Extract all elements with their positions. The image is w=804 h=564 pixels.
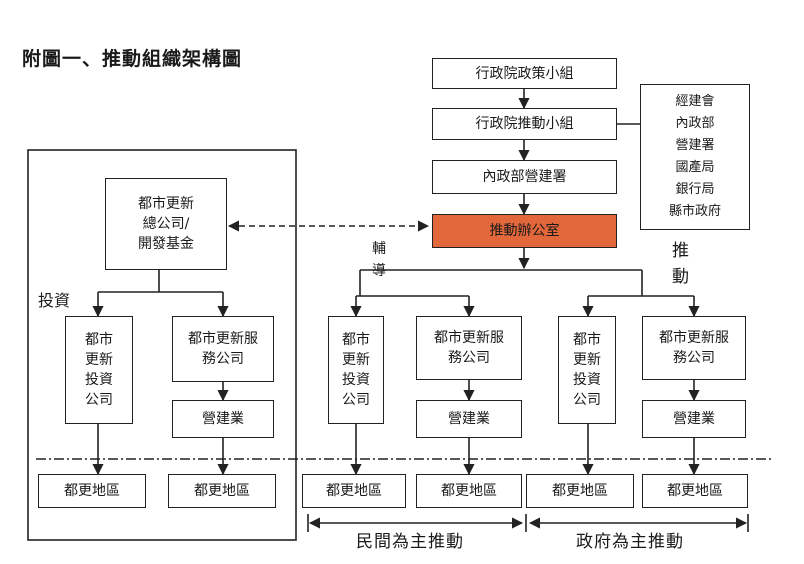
mid-builder-box: 營建業 [416,400,522,438]
mid-service-company-box: 都市更新服 務公司 [416,316,522,380]
gov-led-label: 政府為主推動 [576,532,684,552]
left-builder-box: 營建業 [172,400,274,438]
mid-area-box-2: 都更地區 [416,474,522,508]
left-area-box-1: 都更地區 [38,474,146,508]
right-area-box-1: 都更地區 [526,474,634,508]
invest-label: 投資 [38,291,71,310]
right-investment-company-box: 都市 更新 投資 公司 [558,316,616,424]
urban-renewal-fund-box: 都市更新 總公司/ 開發基金 [105,178,227,270]
left-service-company-box: 都市更新服 務公司 [172,316,274,382]
private-led-label: 民間為主推動 [356,532,464,552]
right-area-box-2: 都更地區 [642,474,748,508]
promotion-group-box: 行政院推動小組 [432,108,617,140]
mid-investment-company-box: 都市 更新 投資 公司 [328,316,384,424]
cpami-box: 內政部營建署 [432,160,617,194]
left-area-box-2: 都更地區 [168,474,276,508]
mid-area-box-1: 都更地區 [302,474,406,508]
promote-label: 推 動 [672,241,689,287]
policy-group-box: 行政院政策小組 [432,58,617,89]
promotion-office-box: 推動辦公室 [432,214,617,248]
left-container [27,149,297,541]
right-service-company-box: 都市更新服 務公司 [642,316,746,380]
page-title: 附圖一、推動組織架構圖 [22,48,243,70]
guide-label: 輔 導 [372,241,386,279]
right-builder-box: 營建業 [642,400,746,438]
left-investment-company-box: 都市 更新 投資 公司 [65,316,133,424]
agencies-box: 經建會 內政部 營建署 國產局 銀行局 縣市政府 [640,84,750,230]
